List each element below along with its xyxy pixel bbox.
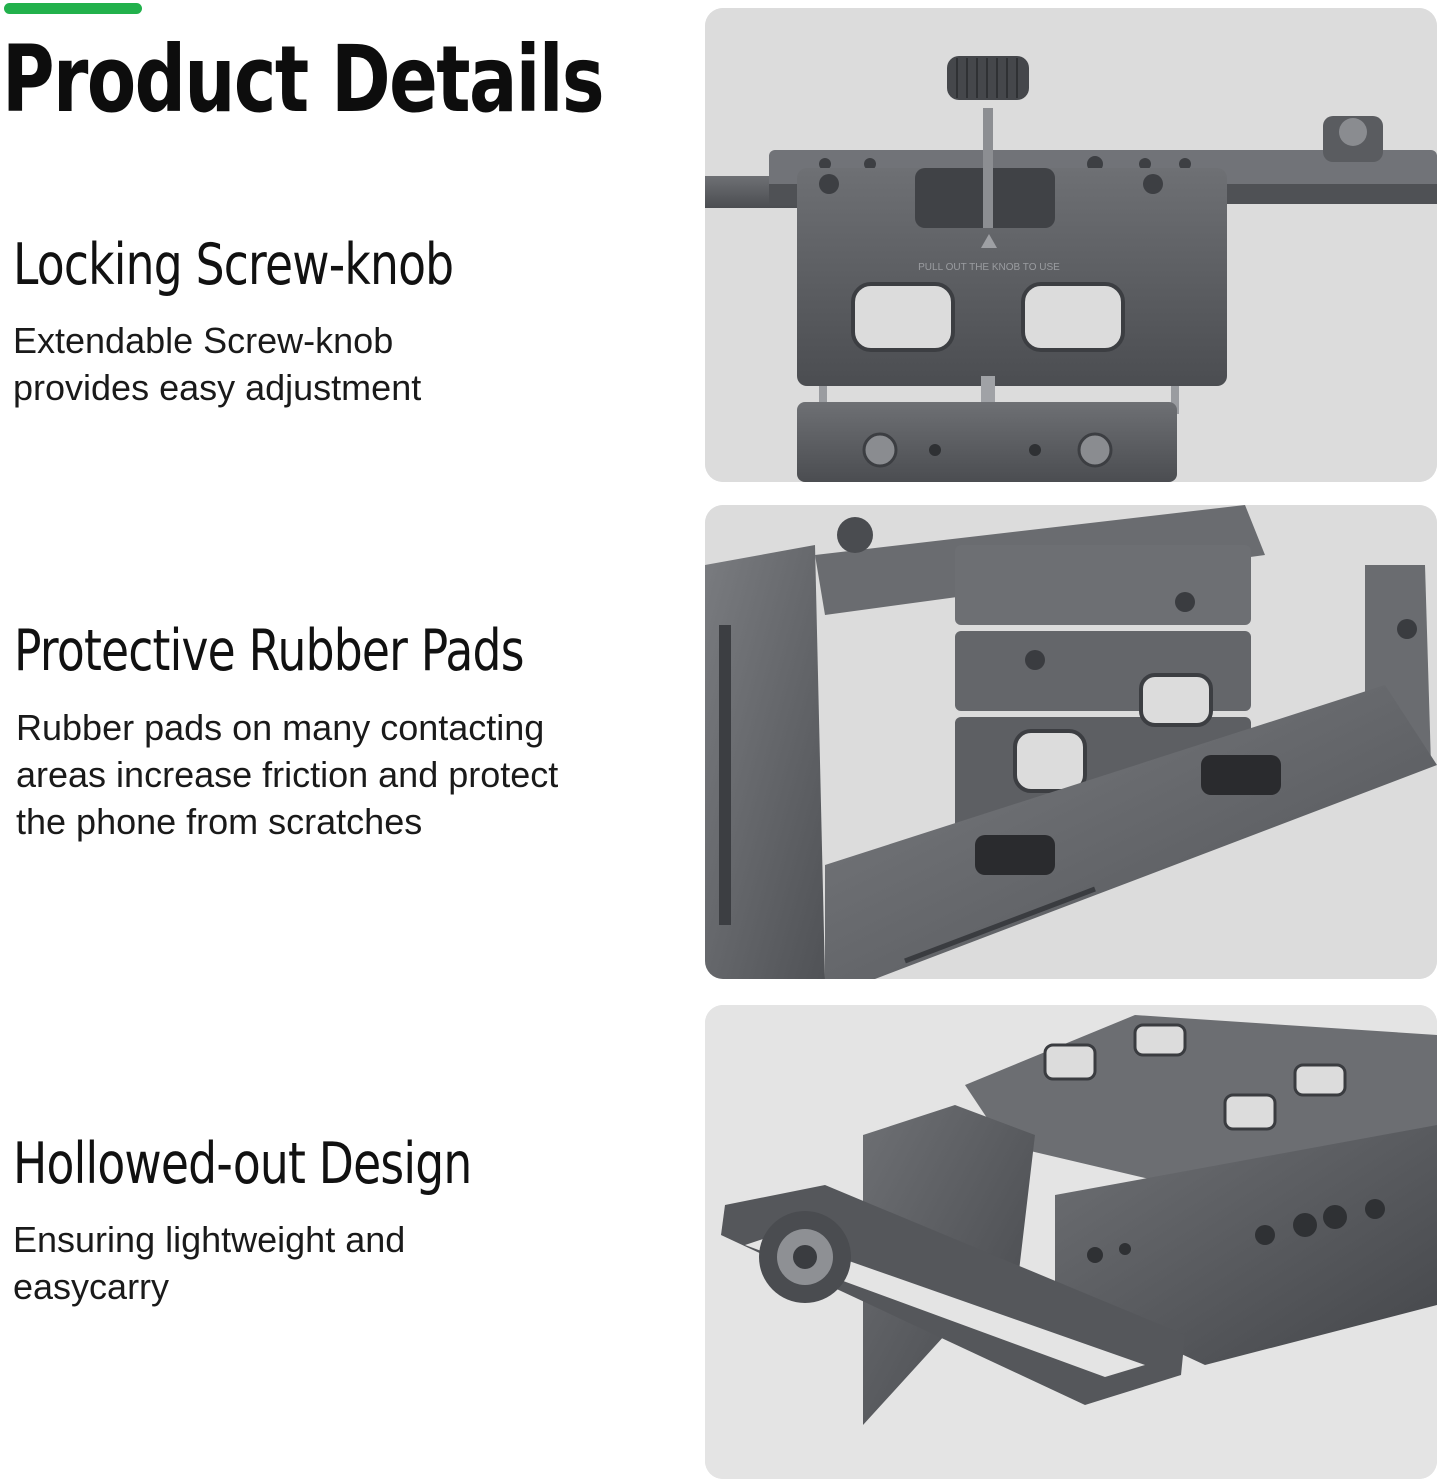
- product-photo-screw-knob: PULL OUT THE KNOB TO USE: [705, 8, 1437, 482]
- feature-description-hollowed-out-design: Ensuring lightweight and easycarry: [13, 1216, 405, 1310]
- engraving-text: PULL OUT THE KNOB TO USE: [918, 262, 1060, 273]
- screw-knob-illustration: PULL OUT THE KNOB TO USE: [705, 8, 1437, 482]
- description-line: provides easy adjustment: [13, 367, 422, 408]
- page-title: Product Details: [2, 26, 605, 133]
- feature-heading-protective-rubber-pads: Protective Rubber Pads: [14, 618, 524, 684]
- product-photo-hollowed-out: [705, 1005, 1437, 1479]
- rubber-pads-illustration: [705, 505, 1437, 979]
- description-line: the phone from scratches: [16, 801, 423, 842]
- description-line: Rubber pads on many contacting: [16, 707, 545, 748]
- description-line: areas increase friction and protect: [16, 754, 559, 795]
- feature-heading-locking-screw-knob: Locking Screw-knob: [13, 232, 454, 298]
- description-line: Extendable Screw-knob: [13, 320, 394, 361]
- feature-description-protective-rubber-pads: Rubber pads on many contacting areas inc…: [16, 704, 558, 845]
- product-photo-rubber-pads: [705, 505, 1437, 979]
- hollowed-out-illustration: [705, 1005, 1437, 1479]
- description-line: easycarry: [13, 1266, 170, 1307]
- description-line: Ensuring lightweight and: [13, 1219, 406, 1260]
- feature-description-locking-screw-knob: Extendable Screw-knob provides easy adju…: [13, 317, 421, 411]
- accent-bar: [4, 3, 142, 14]
- feature-heading-hollowed-out-design: Hollowed-out Design: [13, 1131, 472, 1197]
